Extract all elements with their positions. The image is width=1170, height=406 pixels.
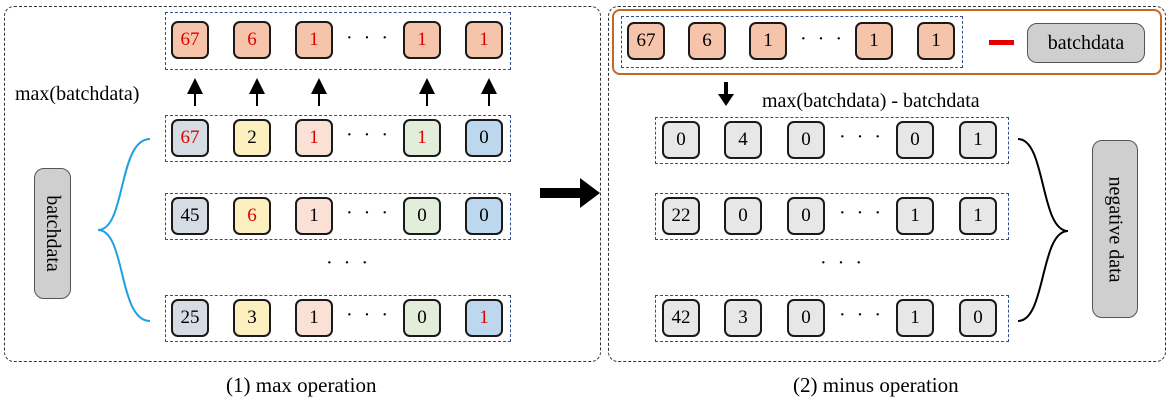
down-arrow-icon [718,82,734,106]
cell: 1 [403,119,441,157]
cell: 2 [233,119,271,157]
max-result-row: 67 6 1 · · · 1 1 [165,12,511,70]
ellipsis: · · · [346,124,391,146]
max-cell-1: 67 [171,21,209,59]
minus-sign [989,40,1014,45]
cell: 1 [465,299,503,337]
cell: 1 [295,197,333,235]
cell: 1 [295,119,333,157]
negative-row-2: 22 0 0 · · · 1 1 [655,193,1009,240]
cell: 67 [171,119,209,157]
cell: 0 [403,197,441,235]
max-batchdata-label: max(batchdata) [15,83,140,105]
cell: 4 [724,121,762,159]
max-result-row-right: 67 6 1 · · · 1 1 [621,16,963,68]
max-operation-panel [4,6,601,362]
max-cell-3: 1 [295,21,333,59]
cell: 0 [787,299,825,337]
cell: 0 [465,197,503,235]
cell: 1 [896,197,934,235]
negative-data-side-label: negative data [1092,140,1138,318]
ellipsis: · · · [346,27,391,49]
max-cell-2: 6 [688,22,726,60]
max-cell-2: 6 [233,21,271,59]
cell: 0 [662,121,700,159]
cell: 22 [662,197,700,235]
ellipsis: · · · [839,126,884,148]
negative-row-1: 0 4 0 · · · 0 1 [655,117,1009,164]
cell: 6 [233,197,271,235]
ellipsis: · · · [800,28,845,50]
cell: 1 [959,121,997,159]
ellipsis-vertical: · · · [326,252,371,274]
batchdata-side-label: batchdata [34,168,71,299]
ellipsis: · · · [839,304,884,326]
cell: 3 [724,299,762,337]
left-brace-icon [97,138,151,322]
minus-operation-panel [608,6,1166,362]
batch-row-1: 67 2 1 · · · 1 0 [165,115,511,162]
cell: 45 [171,197,209,235]
cell: 0 [896,121,934,159]
negative-row-3: 42 3 0 · · · 1 0 [655,295,1009,342]
max-cell-5: 1 [917,22,955,60]
ellipsis: · · · [839,202,884,224]
cell: 1 [959,197,997,235]
right-arrow-icon [540,178,600,208]
batchdata-pill: batchdata [1027,23,1145,63]
ellipsis-vertical: · · · [820,252,865,274]
max-cell-5: 1 [465,21,503,59]
up-arrow-icon [187,78,497,106]
max-cell-4: 1 [403,21,441,59]
cell: 0 [403,299,441,337]
cell: 1 [896,299,934,337]
cell: 0 [787,197,825,235]
max-operation-caption: (1) max operation [226,373,377,397]
batch-row-2: 45 6 1 · · · 0 0 [165,193,511,240]
batch-row-3: 25 3 1 · · · 0 1 [165,295,511,342]
max-cell-4: 1 [855,22,893,60]
cell: 0 [465,119,503,157]
cell: 25 [171,299,209,337]
cell: 0 [724,197,762,235]
max-cell-1: 67 [627,22,665,60]
cell: 3 [233,299,271,337]
cell: 0 [787,121,825,159]
cell: 0 [959,299,997,337]
cell: 1 [295,299,333,337]
ellipsis: · · · [346,202,391,224]
ellipsis: · · · [346,304,391,326]
cell: 42 [662,299,700,337]
subtraction-box [612,9,1162,75]
minus-operation-caption: (2) minus operation [793,373,959,397]
max-cell-3: 1 [749,22,787,60]
right-brace-icon [1017,138,1069,322]
minus-label: max(batchdata) - batchdata [762,90,980,112]
